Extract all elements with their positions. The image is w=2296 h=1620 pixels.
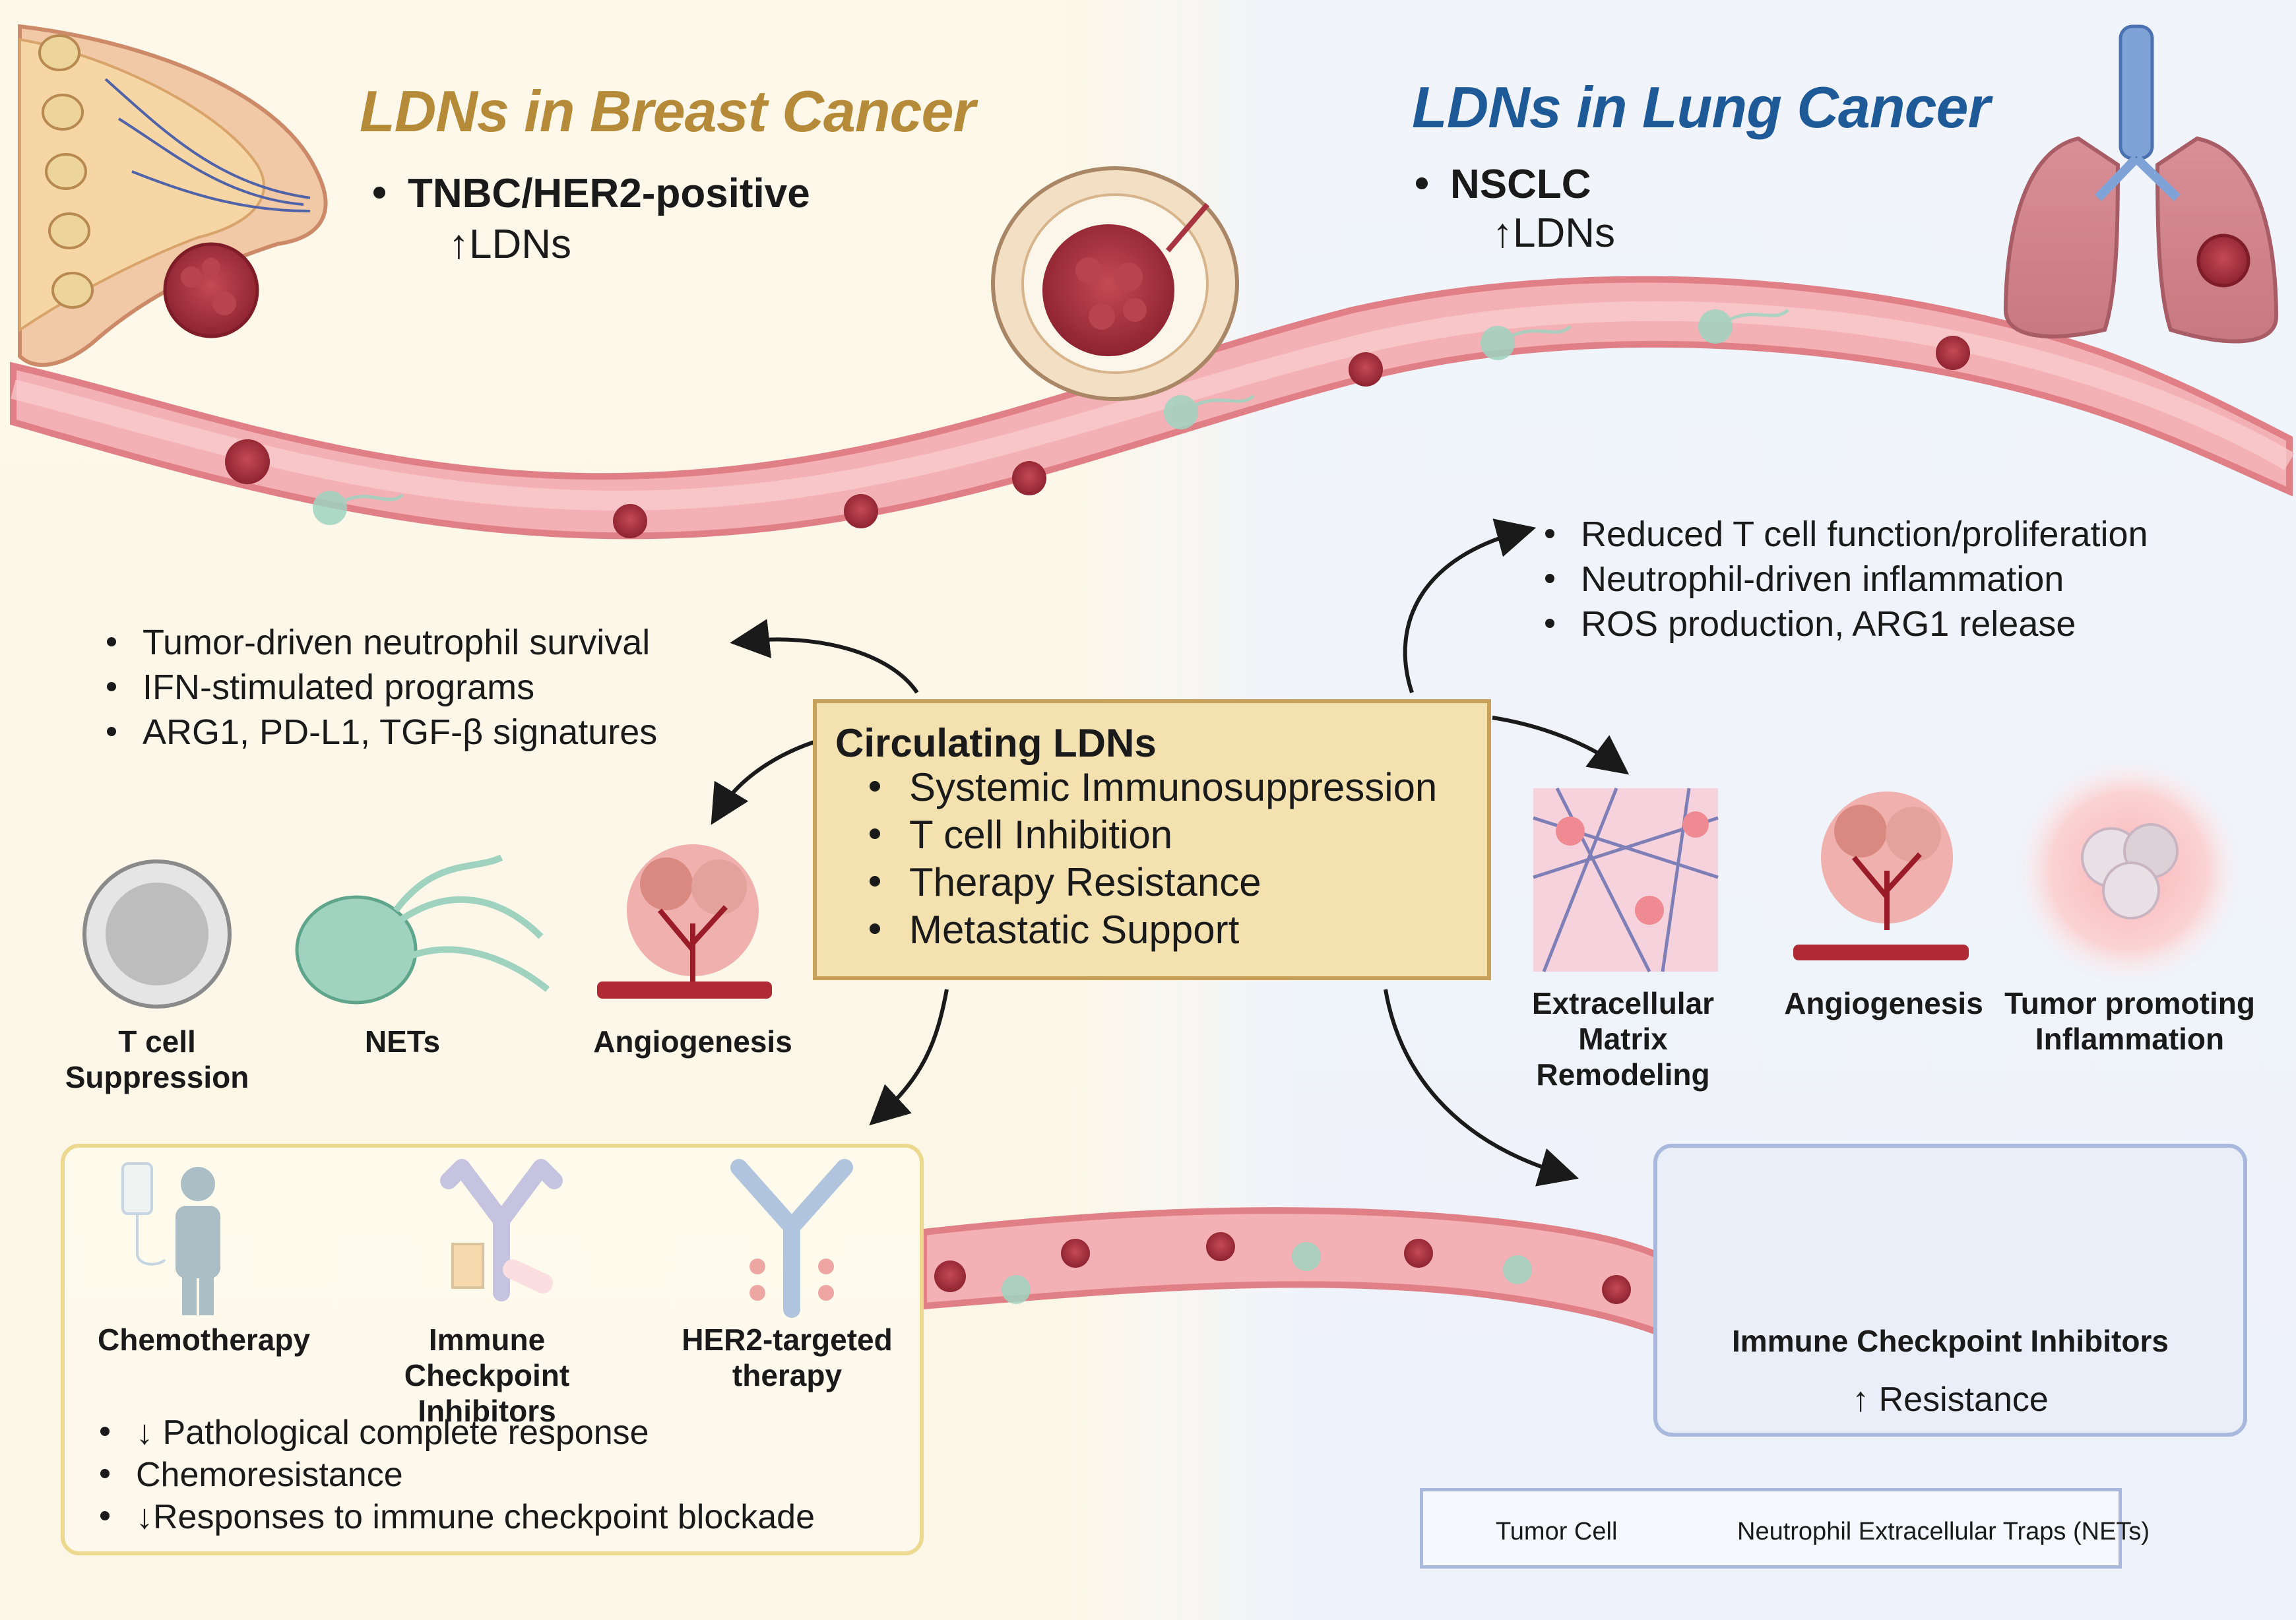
her2-therapy-label: HER2-targeted therapy: [682, 1323, 893, 1392]
arrow-to-lung-mechanisms: [1403, 518, 1537, 693]
lung-mechanism-list: Reduced T cell function/proliferation Ne…: [1545, 512, 2148, 646]
list-item: ROS production, ARG1 release: [1545, 602, 2148, 646]
circulating-ldns-box: Circulating LDNs Systemic Immunosuppress…: [813, 699, 1491, 980]
lung-ici-label: Immune Checkpoint Inhibitors: [1732, 1324, 2169, 1358]
breast-ici-label: Immune Checkpoint Inhibitors: [404, 1323, 570, 1428]
list-item: Reduced T cell function/proliferation: [1545, 512, 2148, 557]
breast-illustration: [18, 24, 328, 367]
list-item: ↓Responses to immune checkpoint blockade: [100, 1496, 815, 1538]
list-item: Neutrophil-driven inflammation: [1545, 557, 2148, 602]
lung-ldn-change: ↑LDNs: [1492, 210, 1616, 256]
breast-outcome-list: ↓ Pathological complete response Chemore…: [100, 1412, 815, 1538]
upper-blood-vessel: [10, 276, 2295, 540]
circulating-ldns-list: Systemic Immunosuppression T cell Inhibi…: [870, 764, 1437, 954]
list-item: Tumor-driven neutrophil survival: [107, 620, 657, 665]
ecm-icon: [1533, 787, 1719, 973]
lower-blood-vessel: [920, 1207, 1692, 1352]
arrows: [711, 518, 1630, 1187]
arrow-to-lung-therapy: [1384, 989, 1579, 1187]
breast-angiogenesis-label: Angiogenesis: [593, 1024, 792, 1059]
lung-therapy-box: Immune Checkpoint Inhibitors ↑ Resistanc…: [1653, 1144, 2247, 1437]
breast-angiogenesis-icon: [597, 844, 772, 999]
arrow-to-breast-effects: [711, 737, 825, 825]
breast-subtype: TNBC/HER2-positive: [373, 170, 810, 217]
breast-ldn-change: ↑LDNs: [449, 222, 572, 267]
t-cell-suppression-label: T cell Suppression: [65, 1024, 249, 1094]
tumor-inflammation-label: Tumor promoting Inflammation: [2004, 986, 2255, 1056]
list-item: Metastatic Support: [870, 906, 1437, 954]
list-item: ↓ Pathological complete response: [100, 1412, 815, 1454]
breast-therapy-box: Chemotherapy Immune Checkpoint Inhibitor…: [61, 1144, 924, 1555]
list-item: Chemoresistance: [100, 1454, 815, 1496]
lung-angiogenesis-label: Angiogenesis: [1784, 986, 1983, 1020]
ecm-remodeling-label: Extracellular Matrix Remodeling: [1531, 986, 1715, 1092]
arrow-to-breast-therapy: [869, 989, 949, 1126]
inflammation-icon: [2016, 759, 2241, 983]
arrow-to-lung-effects: [1492, 716, 1630, 775]
lung-title: LDNs in Lung Cancer: [1412, 75, 1991, 140]
breast-mechanism-list: Tumor-driven neutrophil survival IFN-sti…: [107, 620, 657, 755]
lung-resistance-text: ↑ Resistance: [1852, 1381, 2049, 1419]
legend: Tumor Cell Neutrophil Extracellular Trap…: [1420, 1488, 2150, 1569]
lung-illustration: [2003, 24, 2279, 344]
list-item: IFN-stimulated programs: [107, 665, 657, 710]
list-item: ARG1, PD-L1, TGF-β signatures: [107, 710, 657, 755]
arrow-to-breast-mechanisms: [730, 619, 919, 694]
list-item: Therapy Resistance: [870, 859, 1437, 906]
tumor-cross-section: [991, 166, 1239, 401]
vessel-nets: [313, 309, 1789, 1304]
t-cell-icon: [82, 859, 232, 1009]
list-item: Systemic Immunosuppression: [870, 764, 1437, 811]
lung-subtype: NSCLC: [1416, 161, 1591, 208]
vessel-tumor-cells: [225, 336, 1970, 1304]
chemotherapy-label: Chemotherapy: [98, 1323, 311, 1357]
legend-tumor-cell-label: Tumor Cell: [1496, 1518, 1618, 1545]
circulating-ldns-title: Circulating LDNs: [835, 721, 1157, 765]
list-item: T cell Inhibition: [870, 811, 1437, 859]
breast-title: LDNs in Breast Cancer: [360, 78, 976, 144]
nets-icon: [295, 854, 550, 1005]
nets-label: NETs: [364, 1024, 441, 1059]
legend-nets-label: Neutrophil Extracellular Traps (NETs): [1737, 1518, 2150, 1545]
lung-angiogenesis-icon: [1793, 792, 1969, 960]
